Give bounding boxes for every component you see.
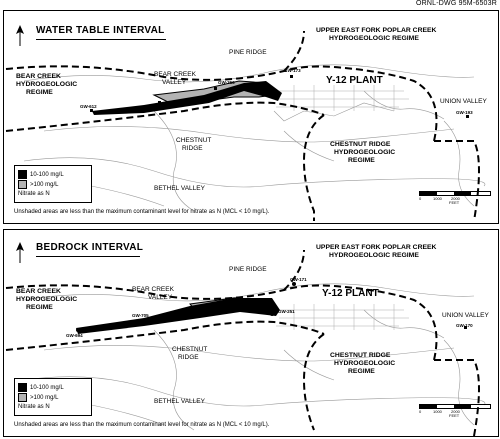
scale-bar: 0 1000 2000 FEET [419, 400, 494, 418]
union-valley-label: UNION VALLEY [442, 312, 489, 319]
bethel-valley-label: BETHEL VALLEY [154, 185, 205, 192]
bear-creek-regime-label: BEAR CREEK [16, 288, 61, 295]
bear-creek-valley-label: BEAR CREEK [132, 286, 174, 293]
bear-creek-valley-label-2: VALLEY [148, 294, 173, 301]
bear-creek-regime-label: BEAR CREEK [16, 73, 61, 80]
well-label: GW-251 [278, 309, 295, 314]
well-label: GW-170 [456, 323, 473, 328]
scale-unit: FEET [449, 200, 460, 205]
bear-creek-regime-label-2: HYDROGEOLOGIC [16, 81, 78, 88]
chestnut-regime-label: CHESTNUT RIDGE [330, 352, 391, 359]
water-table-panel: WATER TABLE INTERVAL PINE RIDGE UPPER EA… [3, 10, 499, 224]
panel-title: WATER TABLE INTERVAL [36, 25, 165, 36]
pine-ridge-label: PINE RIDGE [229, 49, 267, 56]
well-label: GW-694 [66, 333, 83, 338]
plume-black-band [76, 298, 280, 334]
map-water-table [5, 30, 486, 222]
bear-creek-valley-label-2: VALLEY [162, 79, 187, 86]
y12-plant-label: Y-12 PLANT [322, 288, 379, 299]
plume-black-band [92, 81, 282, 115]
bear-creek-regime-label-2: HYDROGEOLOGIC [16, 296, 78, 303]
title-underline [36, 39, 166, 40]
bear-creek-valley-label: BEAR CREEK [154, 71, 196, 78]
title-underline [36, 256, 140, 257]
bear-creek-regime-label-3: REGIME [26, 304, 53, 311]
bear-creek-regime-label-3: REGIME [26, 89, 53, 96]
legend-label: >100 mg/L [30, 181, 59, 188]
chestnut-ridge-label: CHESTNUT [176, 137, 212, 144]
chestnut-regime-label: CHESTNUT RIDGE [330, 141, 391, 148]
chestnut-ridge-label-2: RIDGE [182, 145, 203, 152]
well-label: GW-612 [80, 104, 97, 109]
legend: 10-100 mg/L >100 mg/L Nitrate as N [14, 378, 92, 416]
scale-tick: 0 [419, 196, 422, 201]
legend-swatch-gray [18, 180, 27, 189]
legend: 10-100 mg/L >100 mg/L Nitrate as N [14, 165, 92, 203]
well-label: GW-173 [284, 68, 301, 73]
mcl-note: Unshaded areas are less than the maximum… [14, 422, 270, 428]
bethel-valley-label: BETHEL VALLEY [154, 398, 205, 405]
well-label: GW-706 [138, 106, 155, 111]
north-arrow [13, 242, 27, 264]
chestnut-ridge-label: CHESTNUT [172, 346, 208, 353]
scale-bar: 0 1000 2000 FEET [419, 187, 494, 205]
upper-east-fork-label-2: HYDROGEOLOGIC REGIME [329, 35, 419, 42]
scale-tick: 2000 [451, 409, 460, 414]
chestnut-regime-label-3: REGIME [348, 368, 375, 375]
legend-swatch-black [18, 170, 27, 179]
legend-swatch-black [18, 383, 27, 392]
chestnut-regime-label-3: REGIME [348, 157, 375, 164]
well-label: GW-727 [176, 313, 193, 318]
well-label: GW-366 [218, 80, 235, 85]
union-valley-label: UNION VALLEY [440, 98, 487, 105]
pine-ridge-label: PINE RIDGE [229, 266, 267, 273]
bedrock-panel: BEDROCK INTERVAL PINE RIDGE UPPER EAST F… [3, 229, 499, 437]
scale-tick: 0 [419, 409, 422, 414]
legend-swatch-gray [18, 393, 27, 402]
panel-title: BEDROCK INTERVAL [36, 242, 144, 253]
well-label: GW-171 [290, 277, 307, 282]
legend-label: 10-100 mg/L [30, 384, 64, 391]
map-bedrock [5, 249, 486, 436]
chestnut-regime-label-2: HYDROGEOLOGIC [334, 149, 396, 156]
well-label: GW-193 [456, 110, 473, 115]
legend-label: 10-100 mg/L [30, 171, 64, 178]
legend-footer: Nitrate as N [18, 191, 50, 197]
chestnut-ridge-label-2: RIDGE [178, 354, 199, 361]
north-arrow [13, 25, 27, 47]
legend-footer: Nitrate as N [18, 404, 50, 410]
drawing-id: ORNL-DWG 95M-6503R [415, 0, 497, 7]
well-label: GW-705 [132, 313, 149, 318]
scale-unit: FEET [449, 413, 460, 418]
chestnut-regime-label-2: HYDROGEOLOGIC [334, 360, 396, 367]
y12-plant-label: Y-12 PLANT [326, 75, 383, 86]
upper-east-fork-label: UPPER EAST FORK POPLAR CREEK [316, 244, 437, 251]
legend-label: >100 mg/L [30, 394, 59, 401]
mcl-note: Unshaded areas are less than the maximum… [14, 209, 270, 215]
scale-tick: 2000 [451, 196, 460, 201]
upper-east-fork-label-2: HYDROGEOLOGIC REGIME [329, 252, 419, 259]
scale-tick: 1000 [433, 409, 442, 414]
upper-east-fork-label: UPPER EAST FORK POPLAR CREEK [316, 27, 437, 34]
scale-tick: 1000 [433, 196, 442, 201]
